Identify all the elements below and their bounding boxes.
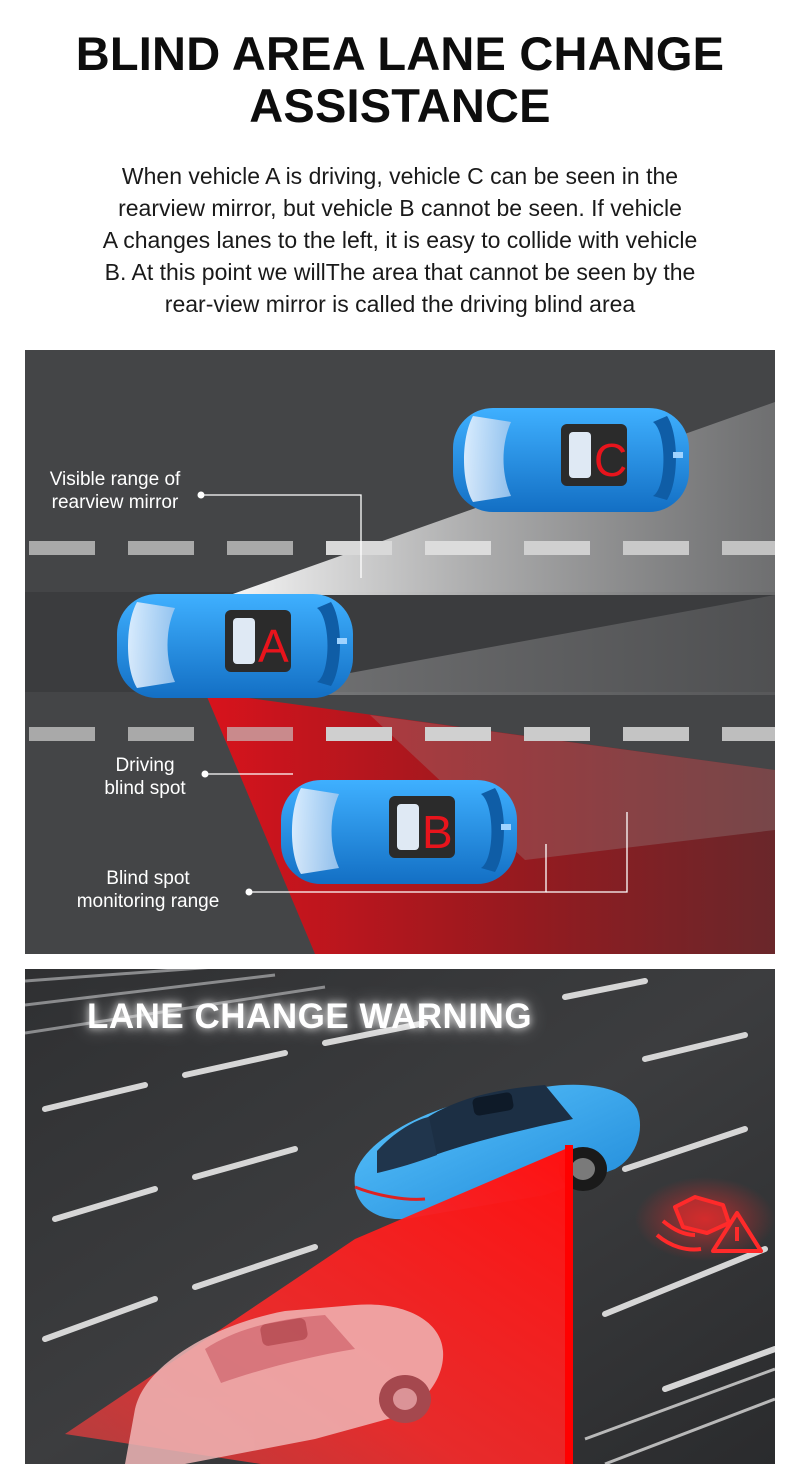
lane-dashes-bottom xyxy=(29,727,775,741)
car-c: C xyxy=(453,408,689,512)
visible-lane-band xyxy=(230,595,775,695)
description-line: rearview mirror, but vehicle B cannot be… xyxy=(118,195,682,221)
blind-spot-warning-icon xyxy=(635,1177,775,1261)
label-line: Driving xyxy=(115,755,175,776)
car-b: B xyxy=(281,780,517,884)
car-a: A xyxy=(117,594,353,698)
visible-range-label: Visible range of rearview mirror xyxy=(35,468,195,514)
blind-zone-shade xyxy=(370,715,775,860)
driving-blind-spot-label: Driving blind spot xyxy=(85,754,205,800)
label-line: rearview mirror xyxy=(51,492,179,513)
car-label: C xyxy=(594,434,627,486)
label-line: Visible range of xyxy=(49,469,181,490)
lane-dashes xyxy=(42,978,775,1392)
description-line: B. At this point we willThe area that ca… xyxy=(104,259,696,285)
label-line: Blind spot xyxy=(106,868,190,889)
blind-spot-diagram: C A B xyxy=(25,350,775,954)
header: BLIND AREA LANE CHANGE ASSISTANCE When v… xyxy=(0,0,800,350)
title-line-2: ASSISTANCE xyxy=(249,79,551,132)
road-edge-lines xyxy=(25,969,326,1035)
right-edge-lines xyxy=(584,1367,775,1464)
lane-change-warning-scene: LANE CHANGE WARNING xyxy=(25,969,775,1464)
description-line: A changes lanes to the left, it is easy … xyxy=(102,227,698,253)
monitoring-range-label: Blind spot monitoring range xyxy=(55,867,241,913)
following-car xyxy=(125,1304,444,1464)
description: When vehicle A is driving, vehicle C can… xyxy=(50,160,750,320)
description-line: When vehicle A is driving, vehicle C can… xyxy=(121,163,679,189)
warning-title: LANE CHANGE WARNING xyxy=(87,997,533,1036)
leader-lines xyxy=(201,494,628,893)
title-line-1: BLIND AREA LANE CHANGE xyxy=(75,27,725,80)
diagram-illustration: C A B xyxy=(25,350,775,954)
car-label: B xyxy=(422,806,453,858)
leader-dots xyxy=(197,491,253,896)
lane-dashes-top xyxy=(29,541,775,555)
page-title: BLIND AREA LANE CHANGE ASSISTANCE xyxy=(60,28,740,132)
warning-wall-edge xyxy=(565,1145,573,1464)
description-line: rear-view mirror is called the driving b… xyxy=(164,291,636,317)
label-line: blind spot xyxy=(104,778,186,799)
label-line: monitoring range xyxy=(76,891,220,912)
warning-illustration xyxy=(25,969,775,1464)
car-label: A xyxy=(258,620,289,672)
